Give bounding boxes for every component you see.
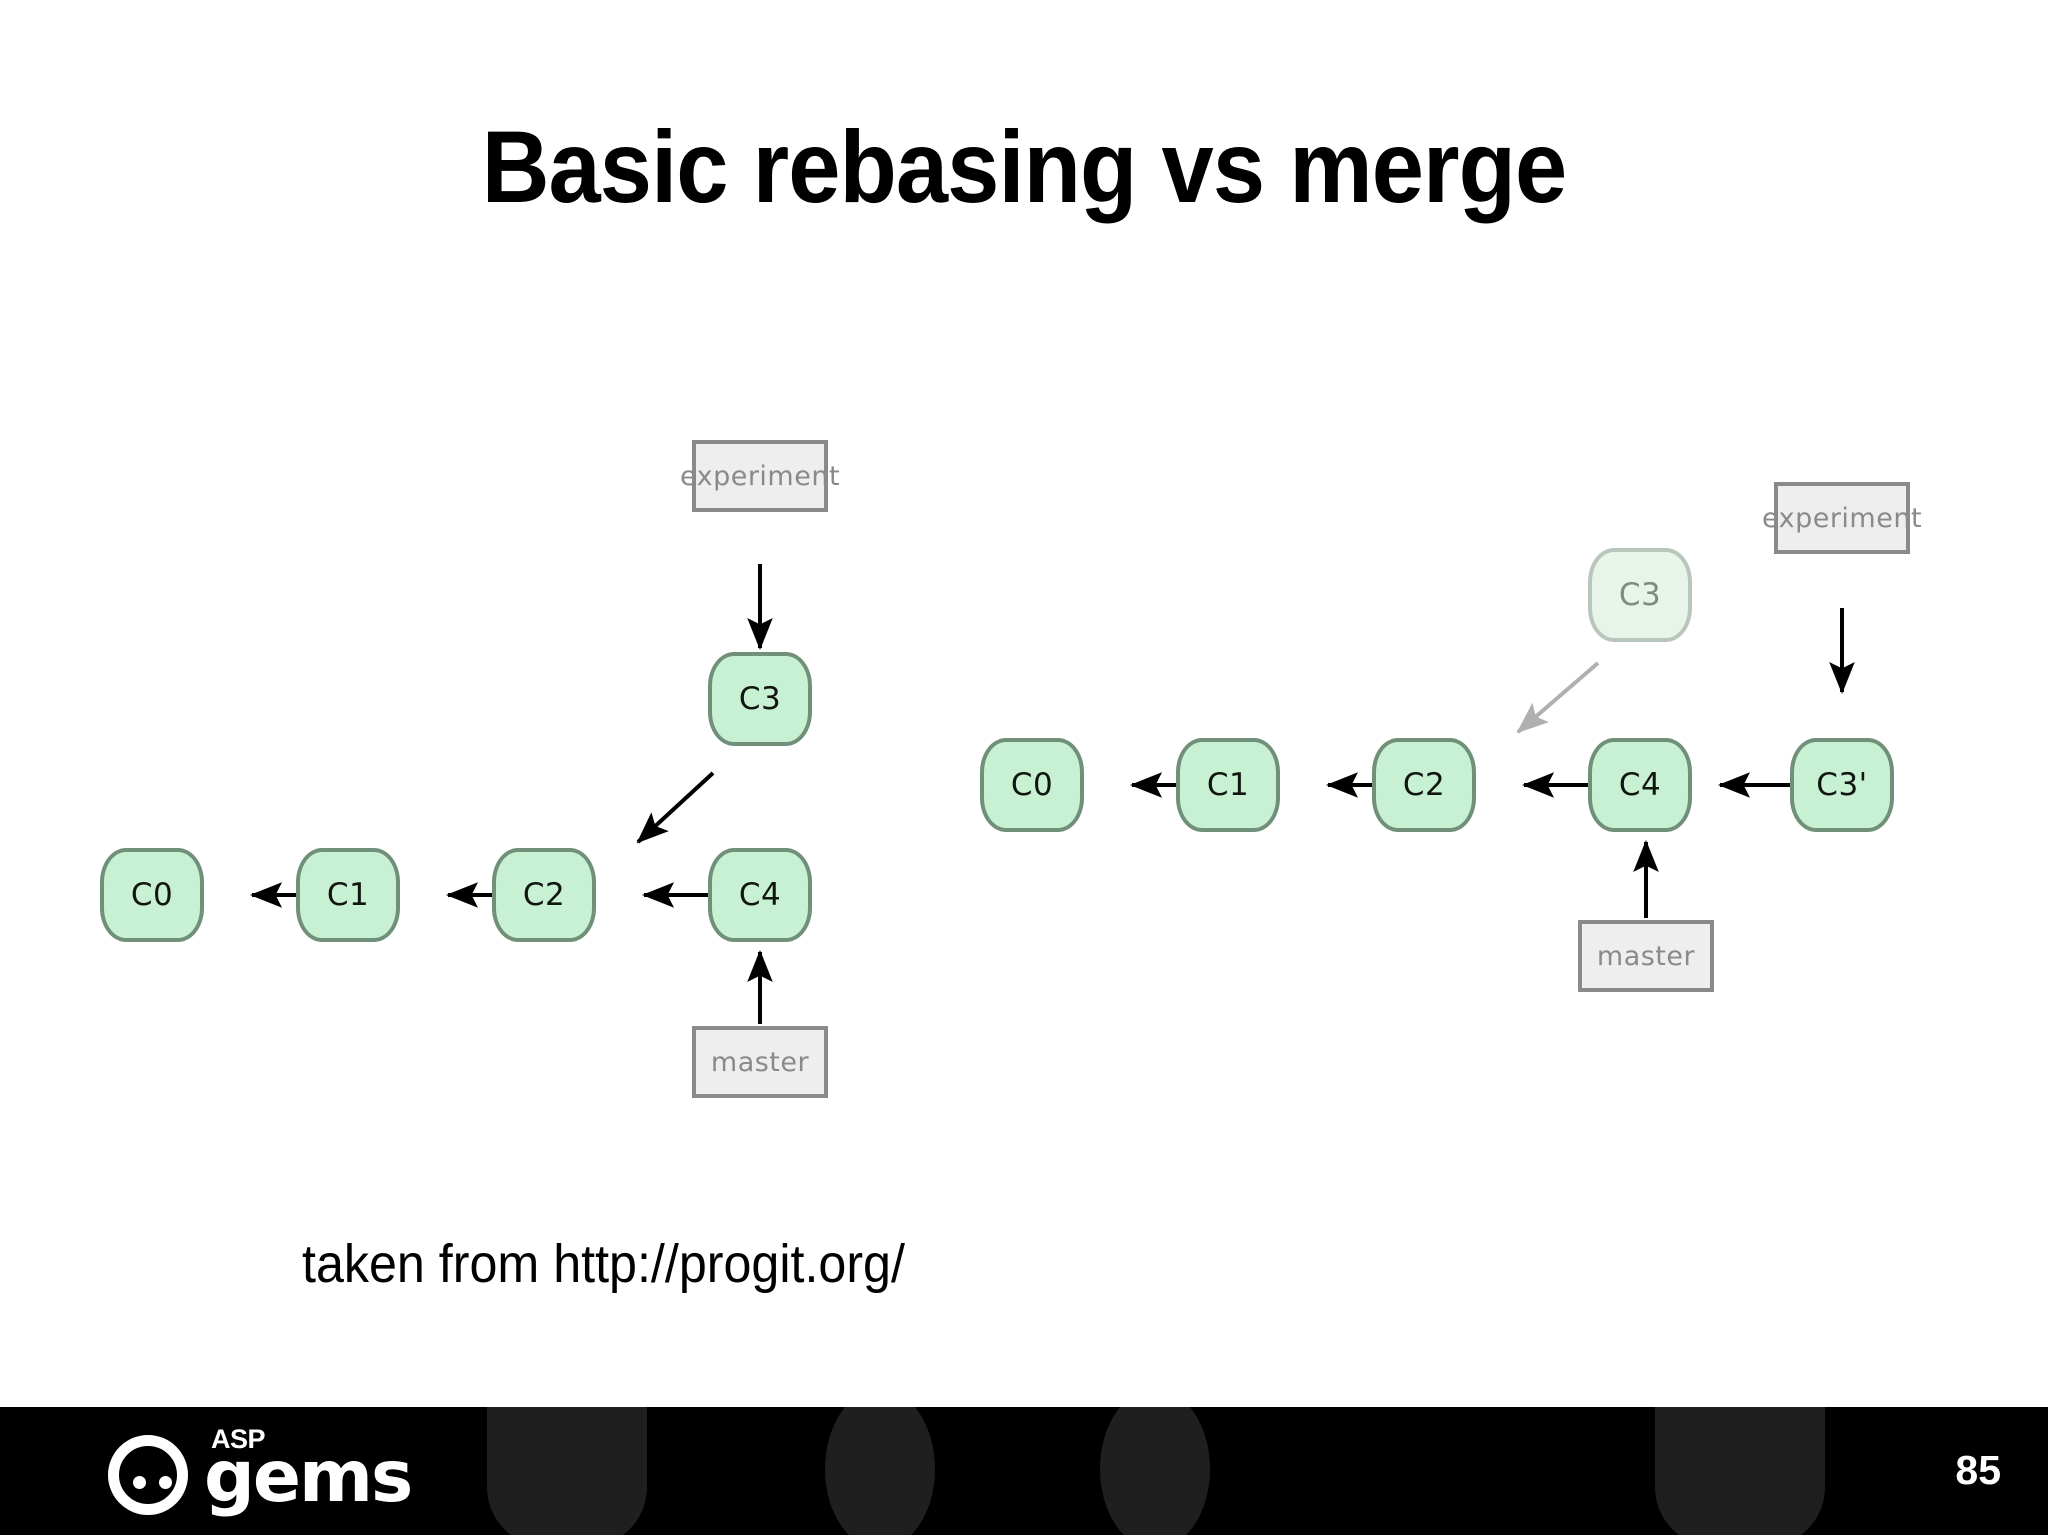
commit-node-c3-prime: C3'	[1790, 738, 1894, 832]
branch-label-experiment: experiment	[1762, 482, 1922, 554]
commit-node-c1: C1	[1176, 738, 1280, 832]
page-title: Basic rebasing vs merge	[481, 110, 1568, 224]
diagram-area: experiment C3 C0 C1 C2 C4 master	[100, 400, 1990, 1098]
rebase-diagram: C3 experiment C0 C1 C2 C4 C3' master	[980, 400, 1990, 1020]
footer-decoration-shape	[487, 1407, 647, 1535]
page-number: 85	[1955, 1447, 2001, 1493]
footer-decoration-shape	[1655, 1407, 1825, 1535]
commit-node-c2: C2	[492, 848, 596, 942]
branch-label-experiment: experiment	[680, 440, 840, 512]
footer-decoration-shape	[825, 1407, 935, 1535]
merge-diagram: experiment C3 C0 C1 C2 C4 master	[100, 420, 880, 1098]
commit-node-c3: C3	[708, 652, 812, 746]
commit-node-c2: C2	[1372, 738, 1476, 832]
branch-label-master: master	[1578, 920, 1714, 992]
commit-node-c1: C1	[296, 848, 400, 942]
footer-decoration-shape	[1100, 1407, 1210, 1535]
commit-node-c0: C0	[100, 848, 204, 942]
logo-eye-right-icon	[159, 1476, 172, 1489]
logo-asp-text: ASP	[211, 1424, 266, 1454]
aspgems-logo: ASP gems	[108, 1421, 438, 1526]
logo-eye-left-icon	[133, 1476, 146, 1489]
commit-node-c4: C4	[1588, 738, 1692, 832]
footer-bar: ASP gems 85	[0, 1407, 2048, 1535]
logo-gems-text: gems	[204, 1435, 413, 1518]
commit-node-c0: C0	[980, 738, 1084, 832]
logo-face-icon	[108, 1435, 188, 1515]
commit-node-c4: C4	[708, 848, 812, 942]
attribution-text: taken from http://progit.org/	[302, 1234, 905, 1294]
branch-label-master: master	[692, 1026, 828, 1098]
commit-node-c3-faded: C3	[1588, 548, 1692, 642]
